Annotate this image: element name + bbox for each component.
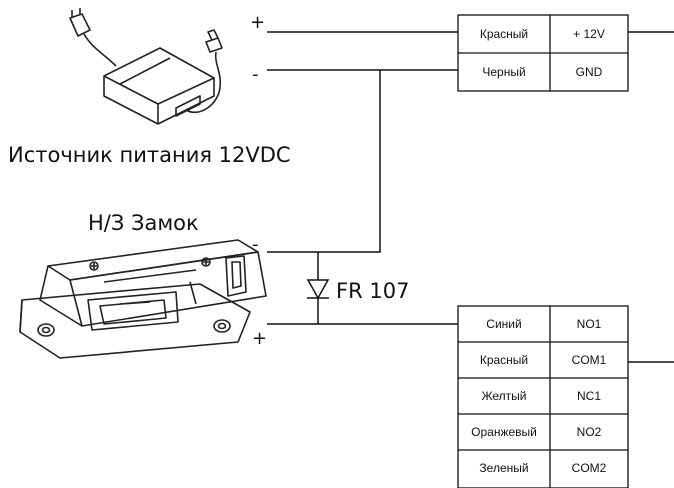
relay-table [457, 305, 629, 488]
wire-ground-to-lock [267, 70, 381, 253]
power-adapter-icon [69, 8, 223, 125]
power-table-color-1: Красный [480, 27, 528, 41]
relay-table-color-2: Красный [480, 353, 528, 367]
power-table-pin-1: + 12V [573, 27, 605, 41]
power-table-pin-2: GND [576, 65, 603, 79]
relay-table-color-4: Оранжевый [471, 425, 537, 439]
power-supply-label: Источник питания 12VDC [8, 143, 291, 167]
relay-table-pin-2: COM1 [572, 353, 607, 367]
relay-table-color-1: Синий [486, 317, 521, 331]
relay-table-pin-5: COM2 [572, 461, 607, 475]
power-table-color-2: Черный [482, 65, 525, 79]
wires [267, 31, 674, 363]
relay-table-color-5: Зеленый [479, 461, 528, 475]
power-plus-sign: + [250, 12, 265, 33]
relay-table-color-3: Желтый [481, 389, 526, 403]
relay-table-pin-1: NO1 [577, 317, 602, 331]
diode-label: FR 107 [336, 279, 409, 303]
power-table [457, 14, 629, 92]
relay-table-pin-4: NO2 [577, 425, 602, 439]
door-lock-icon [19, 239, 267, 359]
power-minus-sign: - [252, 64, 259, 85]
lock-minus-sign: - [252, 234, 259, 255]
lock-label: Н/З Замок [88, 211, 199, 235]
diode-icon [306, 279, 330, 300]
relay-table-pin-3: NC1 [577, 389, 601, 403]
lock-plus-sign: + [252, 328, 267, 349]
